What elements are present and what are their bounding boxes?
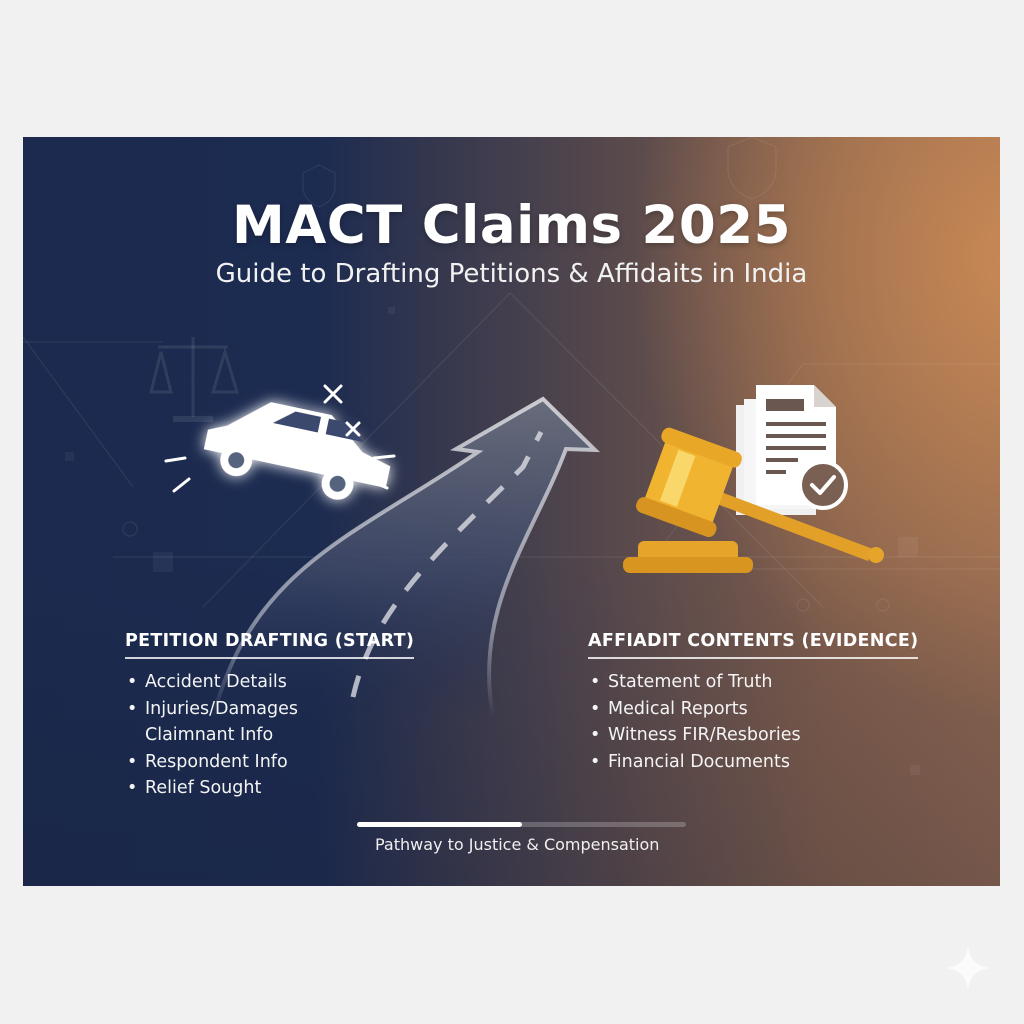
list-item: Relief Sought [125, 775, 414, 802]
list-item: Claimnant Info [145, 725, 274, 745]
list-item: Accident Details [125, 669, 414, 696]
petition-list: Accident Details Injuries/Damages Claimn… [125, 669, 414, 802]
documents-icon [736, 385, 848, 515]
progress-bar [357, 822, 686, 827]
crashed-car-icon [164, 384, 396, 500]
scales-of-justice-icon [149, 337, 240, 422]
infographic-card: MACT Claims 2025 Guide to Drafting Petit… [23, 137, 1000, 886]
shield-icon [727, 137, 777, 200]
affidavit-heading: AFFIADIT CONTENTS (EVIDENCE) [588, 631, 919, 659]
gavel-icon [623, 427, 884, 573]
list-item: Financial Documents [588, 749, 918, 776]
check-circle-icon [798, 460, 848, 510]
shield-icon [302, 164, 336, 208]
page-title: MACT Claims 2025 [232, 195, 791, 256]
road-arrow-icon [210, 396, 601, 719]
background-decorations [23, 137, 1000, 775]
petition-heading: PETITION DRAFTING (START) [125, 631, 415, 659]
list-item: Medical Reports [588, 696, 918, 723]
sparkle-icon [946, 946, 990, 990]
gavel-documents-icon [623, 385, 884, 573]
affidavit-list: Statement of Truth Medical Reports Witne… [588, 669, 918, 775]
page-subtitle: Guide to Drafting Petitions & Affidaits … [215, 259, 808, 289]
progress-caption: Pathway to Justice & Compensation [375, 835, 660, 854]
list-item: Witness FIR/Resbories [588, 722, 918, 749]
list-item: Statement of Truth [588, 669, 918, 696]
petition-section: PETITION DRAFTING (START) Accident Detai… [125, 631, 415, 802]
progress-fill [357, 822, 522, 827]
list-item: Injuries/Damages [125, 696, 414, 723]
list-item: Respondent Info [125, 749, 414, 776]
affidavit-section: AFFIADIT CONTENTS (EVIDENCE) Statement o… [588, 631, 919, 775]
